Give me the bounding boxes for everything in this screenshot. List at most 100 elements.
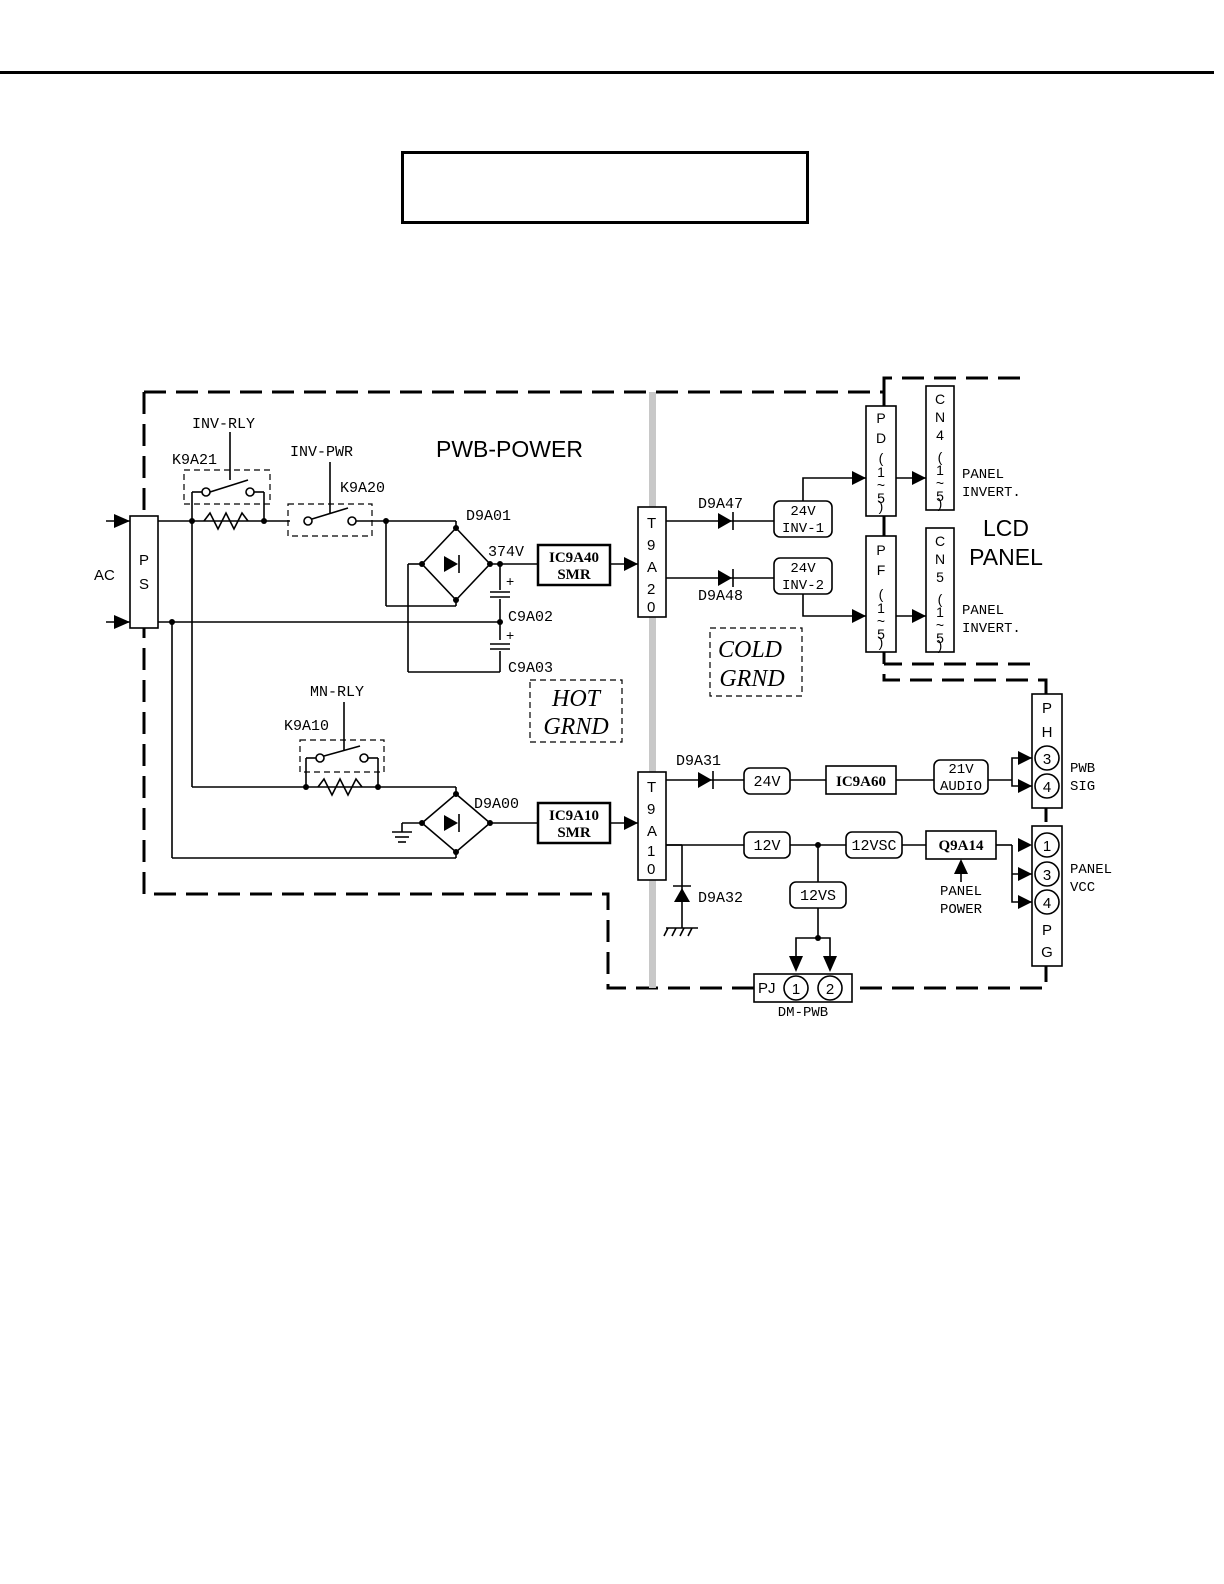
pd-char: P xyxy=(876,410,885,426)
d9a31-label: D9A31 xyxy=(676,753,721,770)
t9a20-char: 9 xyxy=(647,537,655,554)
v374-label: 374V xyxy=(488,544,524,561)
cn4-char: ~ xyxy=(936,475,944,491)
ph-pin-4 xyxy=(1034,773,1060,799)
pg-pin-3-label: 3 xyxy=(1043,867,1051,884)
cn5-char: ~ xyxy=(936,617,944,633)
ph-pin-4-label: 4 xyxy=(1043,779,1051,796)
t9a20-char: 0 xyxy=(647,599,655,616)
ps-block xyxy=(129,515,159,629)
cn5-char: C xyxy=(935,533,945,549)
pwb-power-label: PWB-POWER xyxy=(436,436,583,462)
pd-char: ( xyxy=(879,450,884,466)
pd-connector xyxy=(865,405,897,517)
v12vsc-label: 12VSC xyxy=(851,838,896,855)
ps-letter-s: S xyxy=(139,576,149,593)
isolation-barrier xyxy=(649,392,656,988)
t9a10-transformer xyxy=(637,771,667,881)
t9a20-char: 2 xyxy=(647,581,655,598)
inv-rly-label: INV-RLY xyxy=(192,416,255,433)
lcd-panel-outline xyxy=(882,376,1030,666)
cn5-char: 5 xyxy=(936,630,944,646)
ph-letter: P xyxy=(1042,700,1052,717)
ic9a10-label: IC9A10 xyxy=(549,808,599,824)
ps-letter-p: P xyxy=(139,552,149,569)
ic9a60-block xyxy=(825,765,897,795)
pg-letter: P xyxy=(1042,922,1052,939)
panel-label: PANEL xyxy=(969,544,1043,570)
cn4-char: 5 xyxy=(936,488,944,504)
t9a20-char: A xyxy=(647,559,657,576)
inv2-label: INV-2 xyxy=(782,578,824,594)
pg-pin-4-label: 4 xyxy=(1043,895,1051,912)
pg-pin-1 xyxy=(1034,832,1060,858)
t9a10-char: 1 xyxy=(647,843,655,860)
panel-invert-2-line2: INVERT. xyxy=(962,621,1021,637)
inv1-voltage: 24V xyxy=(790,504,816,520)
v24-label: 24V xyxy=(753,774,780,791)
pj-pin-1-label: 1 xyxy=(792,981,800,998)
pwb-sig-line1: PWB xyxy=(1070,761,1095,777)
pd-char: ) xyxy=(879,498,884,514)
svg-text:+: + xyxy=(506,627,514,643)
ic9a60-label: IC9A60 xyxy=(836,774,886,790)
pwb-sig-line2: SIG xyxy=(1070,779,1095,795)
d9a01-label: D9A01 xyxy=(466,508,511,525)
v24-box xyxy=(743,767,791,795)
lcd-label: LCD xyxy=(983,515,1029,541)
pd-char: D xyxy=(876,430,886,446)
pg-pin-4 xyxy=(1034,889,1060,915)
pf-char: F xyxy=(877,562,886,578)
cold-grnd-line2: GRND xyxy=(719,666,784,692)
t9a20-transformer xyxy=(637,506,667,618)
k9a21-relay xyxy=(183,469,271,505)
ic9a40-label: IC9A40 xyxy=(549,550,599,566)
c9a02-label: C9A02 xyxy=(508,609,553,626)
v12-label: 12V xyxy=(753,838,780,855)
panel-power-line2: POWER xyxy=(940,902,983,918)
ac-label: AC xyxy=(94,567,115,584)
pg-pin-1-label: 1 xyxy=(1043,838,1051,855)
hot-grnd-line1: HOT xyxy=(551,686,602,712)
cn4-char: 1 xyxy=(936,462,944,478)
d9a48-label: D9A48 xyxy=(698,588,743,605)
cn4-char: C xyxy=(935,391,945,407)
t9a10-char: 0 xyxy=(647,861,655,878)
pg-letter: G xyxy=(1041,944,1053,961)
t9a10-char: A xyxy=(647,823,657,840)
k9a10-label: K9A10 xyxy=(284,718,329,735)
cn4-connector xyxy=(925,385,955,511)
panel-invert-2-line1: PANEL xyxy=(962,603,1004,619)
svg-text:+: + xyxy=(506,573,514,589)
pf-char: ~ xyxy=(877,613,885,629)
ph-pin-3-label: 3 xyxy=(1043,751,1051,768)
pd-char: ~ xyxy=(877,477,885,493)
pj-pin-2-label: 2 xyxy=(826,981,834,998)
hot-grnd-box xyxy=(529,679,623,743)
pj-label: PJ xyxy=(758,980,776,997)
top-rule xyxy=(0,71,1214,74)
pf-char: ) xyxy=(879,634,884,650)
cn5-char: 5 xyxy=(936,569,944,585)
hot-grnd-line2: GRND xyxy=(543,714,608,740)
d9a00-label: D9A00 xyxy=(474,796,519,813)
d9a32-label: D9A32 xyxy=(698,890,743,907)
pd-char: 1 xyxy=(877,464,885,480)
inv1-label: INV-1 xyxy=(782,521,824,537)
pf-connector xyxy=(865,535,897,653)
panel-invert-1-line1: PANEL xyxy=(962,467,1004,483)
ic9a40-block xyxy=(536,543,612,587)
pj-pin-2 xyxy=(817,975,843,1001)
inv-pwr-label: INV-PWR xyxy=(290,444,353,461)
cold-grnd-box xyxy=(709,627,803,697)
t9a10-char: 9 xyxy=(647,801,655,818)
audio-label: AUDIO xyxy=(940,779,982,795)
pd-char: 5 xyxy=(877,490,885,506)
panel-vcc-line2: VCC xyxy=(1070,880,1095,896)
q9a14-label: Q9A14 xyxy=(939,838,985,854)
pwb-power-outline xyxy=(142,390,1048,990)
cn4-char: ) xyxy=(938,495,943,511)
cn5-connector xyxy=(925,527,955,653)
t9a20-char: T xyxy=(647,515,656,532)
